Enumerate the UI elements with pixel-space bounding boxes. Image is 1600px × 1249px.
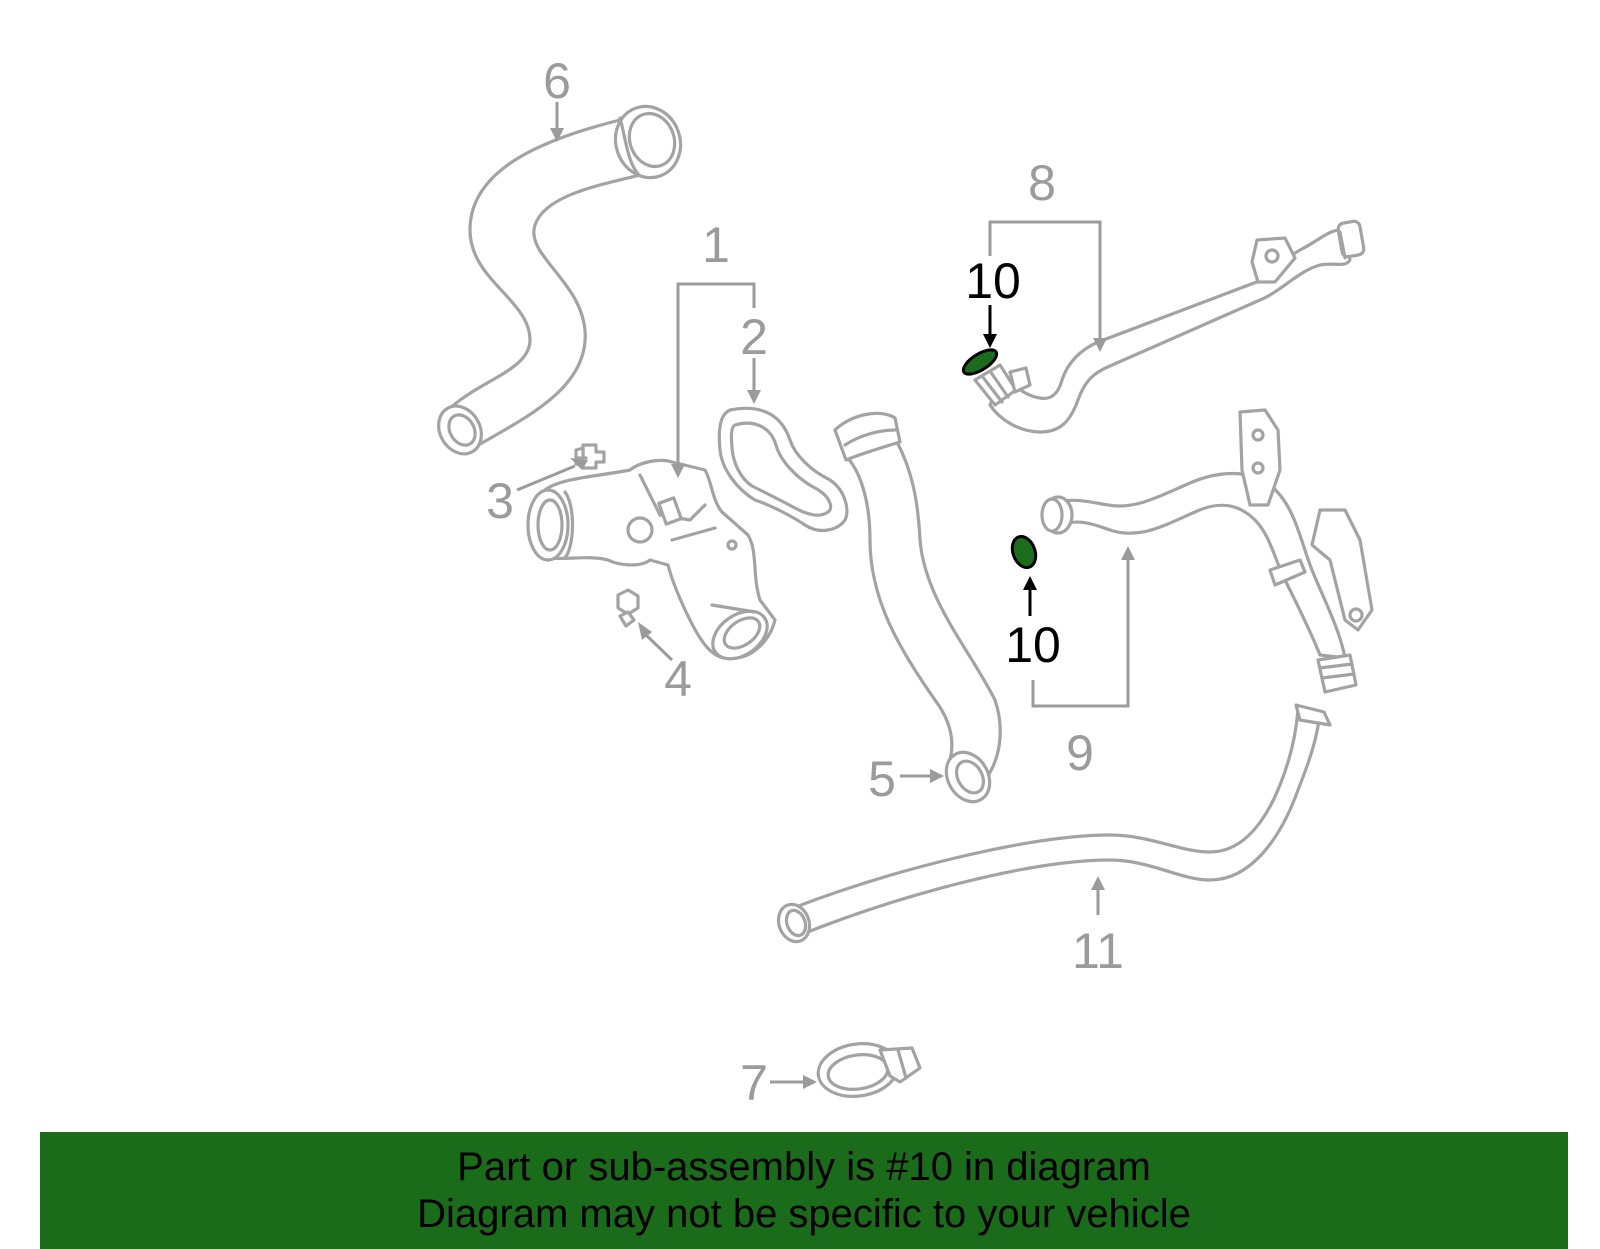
callout-2: 2: [740, 309, 768, 365]
callout-11: 11: [1072, 923, 1124, 979]
info-banner: Part or sub-assembly is #10 in diagram D…: [40, 1132, 1568, 1249]
banner-line-1: Part or sub-assembly is #10 in diagram: [457, 1144, 1151, 1189]
part-10-oring-top: [961, 348, 999, 376]
part-3-bolt: [574, 443, 606, 470]
callout-8: 8: [1028, 155, 1056, 211]
callout-7: 7: [740, 1055, 768, 1111]
part-8-coolant-pipe: [973, 219, 1366, 434]
callout-1: 1: [702, 217, 730, 273]
part-2-gasket: [717, 406, 849, 533]
callout-3: 3: [486, 473, 514, 529]
banner-line-2: Diagram may not be specific to your vehi…: [417, 1191, 1191, 1236]
part-1-thermostat-housing: [526, 458, 777, 661]
callout-5: 5: [868, 751, 896, 807]
part-6-upper-hose: [437, 104, 683, 456]
leader-lines: [516, 102, 1135, 1089]
part-5-lower-hose: [833, 411, 1002, 804]
callout-9: 9: [1066, 725, 1094, 781]
callout-4: 4: [664, 651, 692, 707]
callout-numbers: 6 1 2 3 4 5 7 8 9 11 10 10: [486, 53, 1124, 1111]
callout-10-top: 10: [965, 253, 1021, 309]
oring-highlight-bottom: [1010, 535, 1038, 569]
oring-highlight-top: [961, 348, 999, 376]
part-9-coolant-pipe: [1040, 408, 1374, 694]
callout-6: 6: [543, 53, 571, 109]
part-4-bolt: [616, 588, 640, 628]
callout-10-bottom: 10: [1005, 617, 1061, 673]
part-11-long-hose: [776, 703, 1332, 944]
part-7-clamp: [816, 1042, 922, 1098]
part-10-oring-bottom: [1010, 535, 1038, 569]
